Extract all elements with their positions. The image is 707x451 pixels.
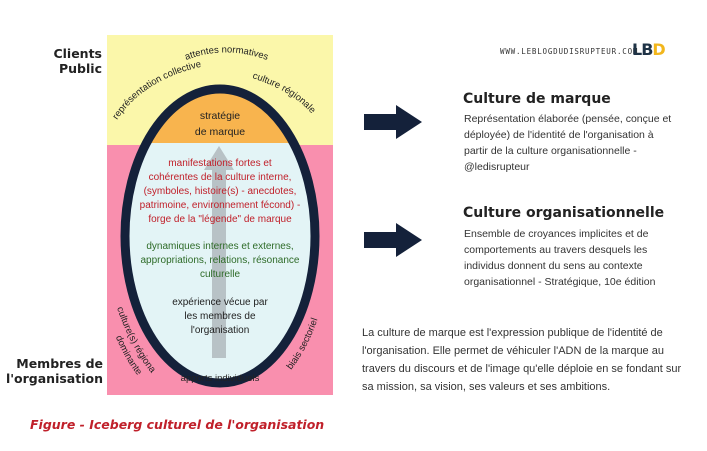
brand-url: WWW.LEBLOGDUDISRUPTEUR.COM	[500, 47, 639, 56]
culture-organisationnelle-title: Culture organisationnelle	[463, 205, 665, 221]
figure-caption: Figure - Iceberg culturel de l'organisat…	[30, 417, 325, 432]
culture-ellipse-outline	[120, 84, 320, 388]
upward-arrow-head	[204, 146, 234, 170]
strategie-de-marque-text: stratégie de marque	[194, 110, 246, 138]
culture-marque-description: Représentation élaborée (pensée, conçue …	[464, 113, 672, 173]
brand-logo-d: D	[652, 40, 665, 59]
label-membres-organisation: Membres de l'organisation	[5, 356, 103, 386]
manifestations-text: manifestations fortes et cohérentes de l…	[139, 158, 301, 225]
dynamiques-text: dynamiques internes et externes, appropr…	[140, 241, 300, 280]
summary-paragraph: La culture de marque est l'expression pu…	[362, 327, 682, 393]
upward-arrow-shaft	[212, 168, 226, 358]
experience-vecue-text: expérience vécue par les membres de l'or…	[172, 297, 268, 336]
arrow-to-culture-organisationnelle	[364, 223, 422, 257]
brand-logo: LBD	[632, 40, 666, 59]
brand-logo-lb: LB	[632, 40, 653, 59]
apports-individuels-label: apports individuels	[180, 373, 260, 384]
culture-marque-title: Culture de marque	[463, 91, 611, 107]
arrow-to-culture-marque	[364, 105, 422, 139]
label-clients-public: Clients Public	[53, 46, 102, 76]
culture-organisationnelle-description: Ensemble de croyances implicites et de c…	[464, 228, 656, 288]
